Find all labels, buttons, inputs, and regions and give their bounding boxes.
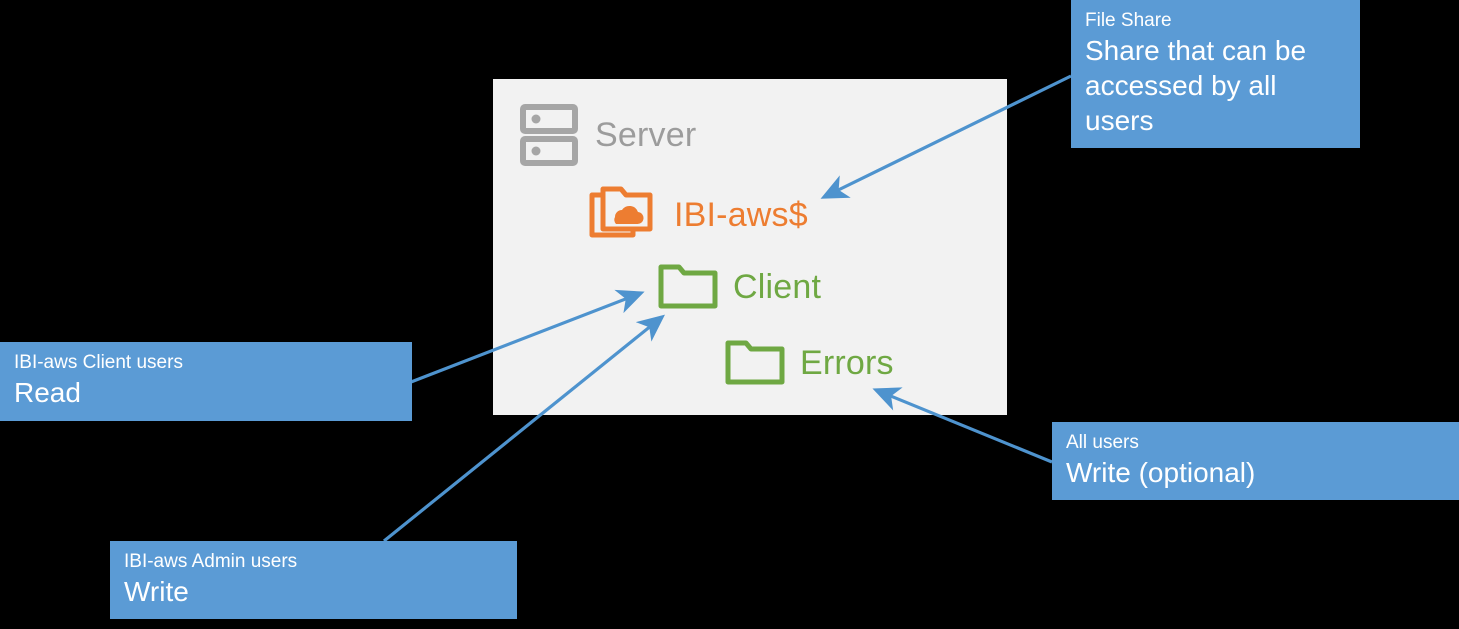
server-icon [520,103,578,167]
callout-admin-users[interactable]: IBI-aws Admin users Write [110,541,517,619]
server-panel: Server IBI-aws$ [493,79,1007,415]
callout-body: Write (optional) [1066,457,1256,488]
callout-body: Read [14,377,81,408]
cloud-folder-icon [588,185,660,245]
server-label: Server [595,116,697,154]
share-label: IBI-aws$ [674,196,808,234]
callout-heading: IBI-aws Client users [14,352,183,373]
callout-body: Write [124,576,189,607]
callout-heading: File Share [1085,10,1172,31]
callout-heading: All users [1066,432,1139,453]
client-node[interactable]: Client [657,261,821,313]
client-label: Client [733,268,822,306]
callout-all-users[interactable]: All users Write (optional) [1052,422,1459,500]
server-node[interactable]: Server [520,103,696,167]
callout-heading: IBI-aws Admin users [124,551,298,572]
errors-label: Errors [800,344,894,382]
callout-body: Share that can be accessed by all users [1085,35,1307,136]
folder-icon [724,337,786,389]
callout-client-users[interactable]: IBI-aws Client users Read [0,342,412,421]
share-node[interactable]: IBI-aws$ [588,185,808,245]
errors-node[interactable]: Errors [724,337,894,389]
callout-file-share[interactable]: File Share Share that can be accessed by… [1071,0,1360,148]
folder-icon [657,261,719,313]
